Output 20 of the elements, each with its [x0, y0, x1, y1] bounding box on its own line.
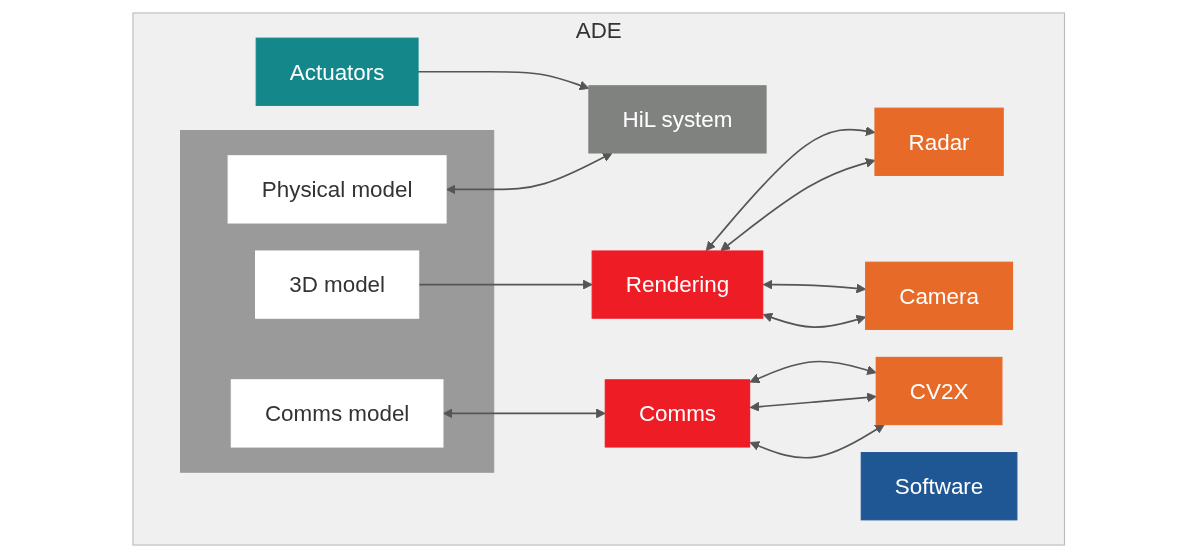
arrow: [720, 158, 876, 252]
cluster: [180, 130, 495, 473]
node-box: Radar: [874, 107, 1004, 176]
arrow: [443, 408, 606, 419]
arrow: [418, 279, 593, 290]
node-box: Physical model: [227, 155, 447, 224]
node-box: 3D model: [255, 250, 420, 319]
node-box: Actuators: [255, 37, 419, 106]
arrow: [749, 360, 877, 384]
node-box: HiL system: [588, 85, 767, 154]
arrow: [706, 126, 876, 252]
node-box: CV2X: [875, 356, 1003, 426]
node-box: Comms model: [231, 379, 444, 448]
arrow: [446, 152, 613, 195]
node-box: Rendering: [591, 250, 764, 319]
node-box: Comms: [605, 379, 751, 448]
node-box: Camera: [865, 261, 1014, 330]
node-box: Software: [860, 452, 1018, 521]
arrow: [749, 392, 877, 412]
arrow: [749, 424, 886, 459]
